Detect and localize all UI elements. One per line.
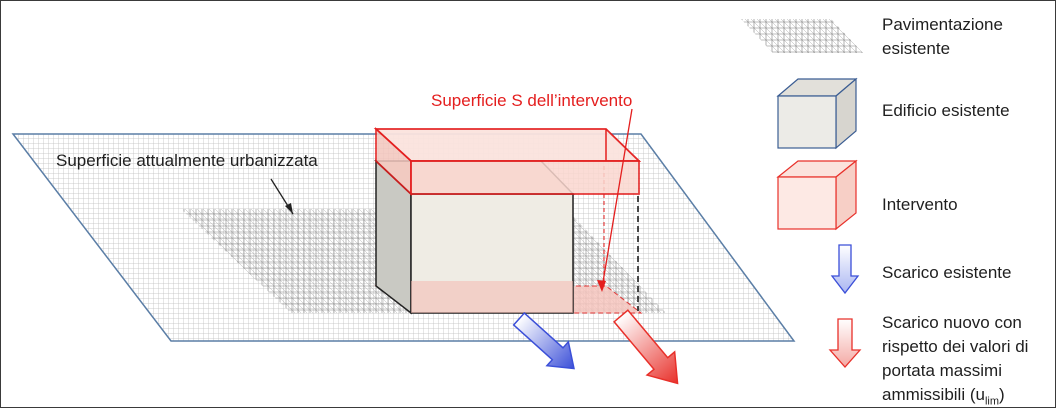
surface-label: Superficie attualmente urbanizzata (56, 151, 318, 170)
intervention-pointer-line (601, 108, 633, 289)
intervention-box-top (373, 128, 642, 162)
legend-paving-label: Pavimentazione esistente (882, 15, 1003, 58)
intervention-surface-label: Superficie S dell’intervento (431, 91, 633, 110)
new-discharge-arrow (613, 309, 679, 385)
existing-discharge-arrow (512, 311, 575, 370)
paving-hatch-icon (741, 19, 863, 53)
legend-existing-discharge-label: Scarico esistente (882, 263, 1012, 282)
legend-intervention-label: Intervento (882, 195, 958, 214)
gray-box-icon (776, 77, 858, 150)
blue-arrow-icon (830, 244, 860, 295)
intervention-lower-volume (411, 281, 573, 313)
intervention-pointer-arrowhead (597, 280, 606, 292)
legend-new-discharge-label: Scarico nuovo con rispetto dei valori di… (882, 313, 1029, 408)
red-arrow-icon (828, 318, 862, 368)
legend-building-label: Edificio esistente (882, 101, 1010, 120)
intervention-box-front (410, 160, 640, 195)
legend-subscript: lim (984, 395, 1000, 408)
surface-callout-arrowhead (285, 203, 293, 214)
red-box-icon (776, 159, 858, 231)
